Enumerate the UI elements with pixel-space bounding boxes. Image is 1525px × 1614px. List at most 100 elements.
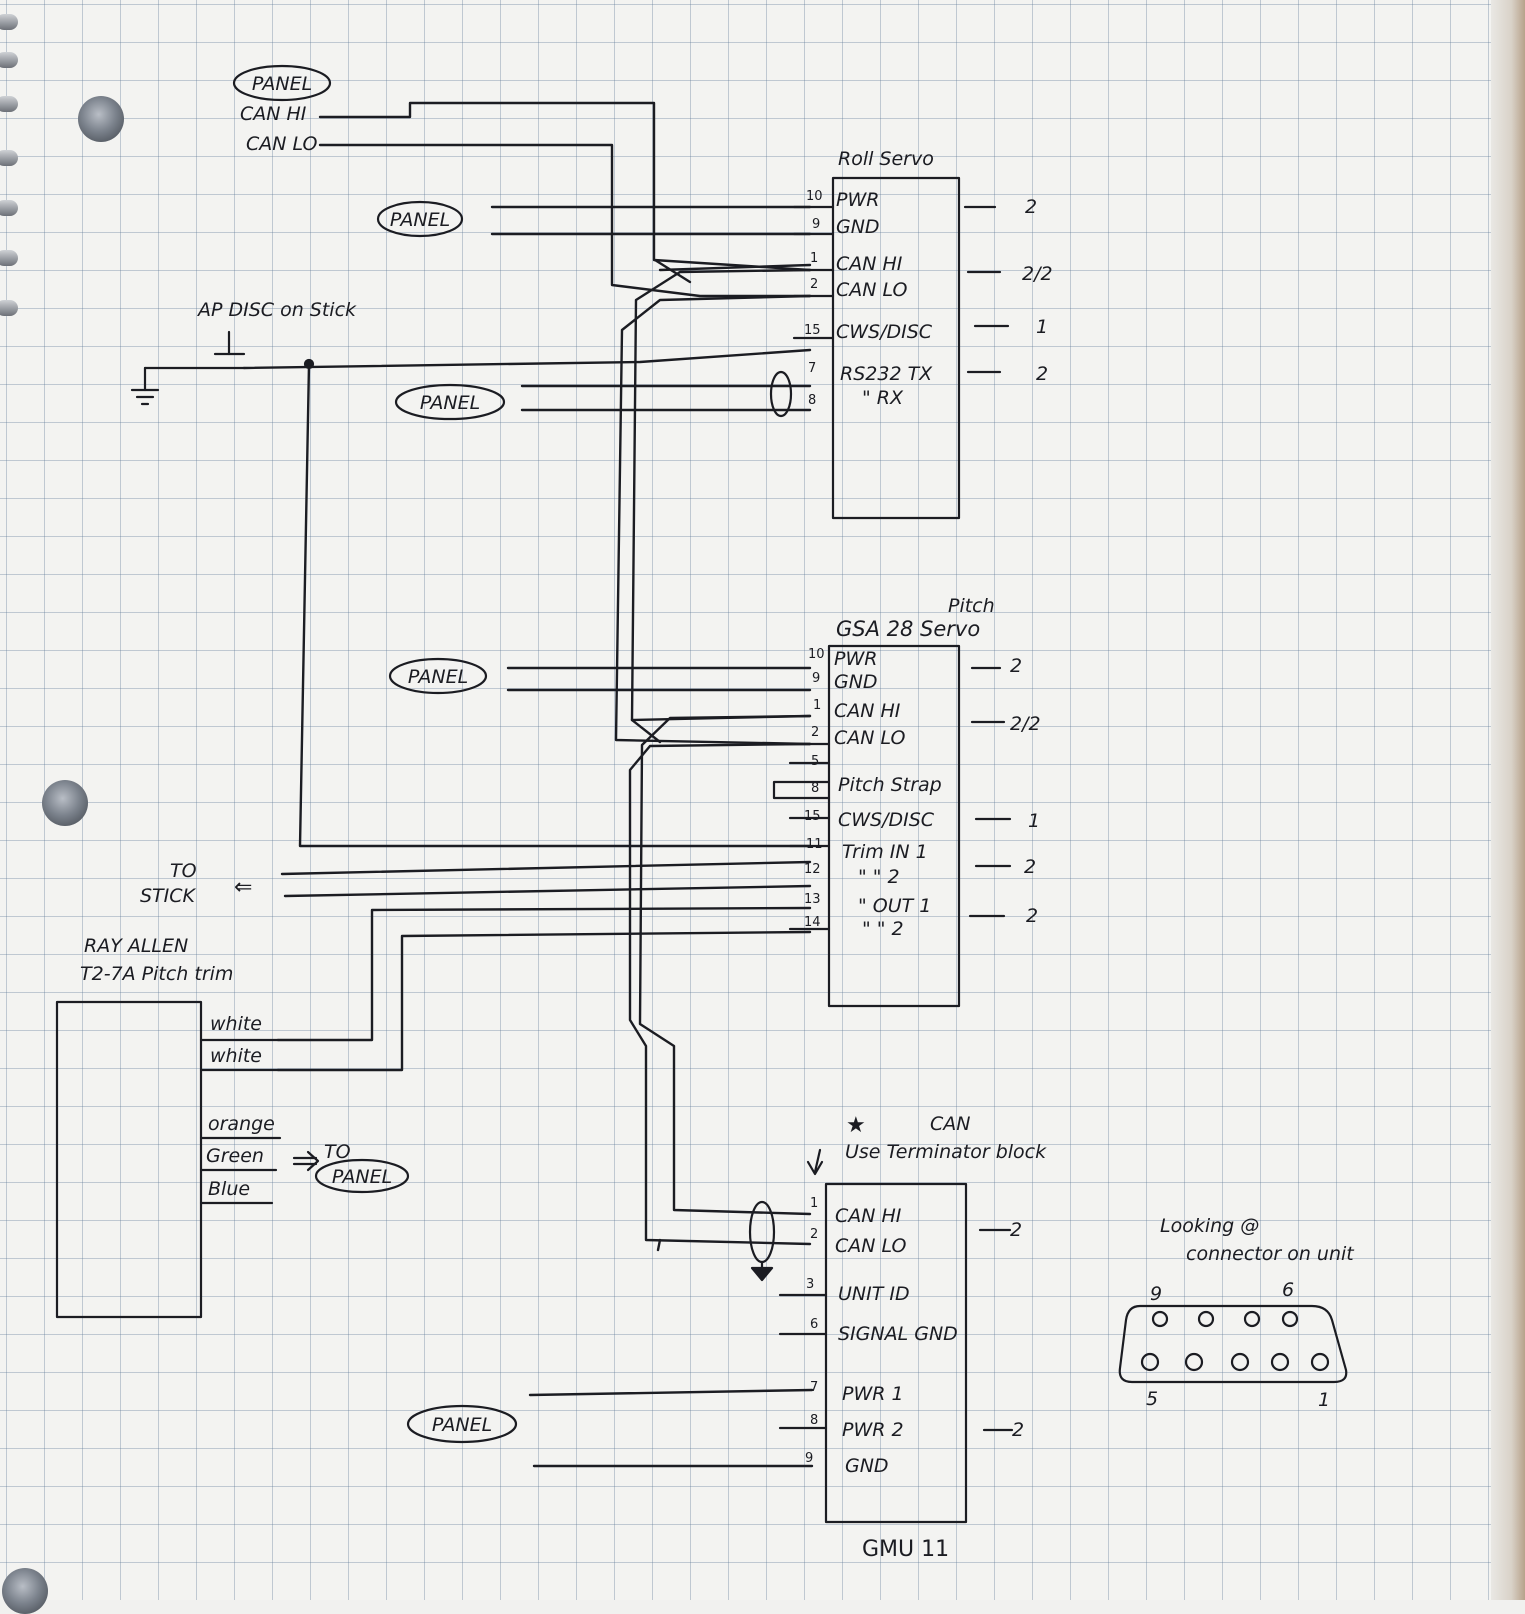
pitch-pin-num: 5 — [811, 754, 819, 769]
pitch-wire-count: 2/2 — [1010, 713, 1041, 735]
roll-pin-num: 7 — [808, 361, 816, 376]
pitch-pin-label: CWS/DISC — [838, 809, 935, 831]
gmu-group: ★ CAN Use Terminator block 1 CAN HI 2 CA… — [748, 1113, 1047, 1562]
connector-pin-hole — [1281, 1310, 1299, 1328]
roll-pin-num: 8 — [808, 393, 816, 408]
gmu-wire-count: 2 — [1012, 1419, 1024, 1441]
connector-pin-hole — [1243, 1310, 1261, 1328]
roll-pin-num: 9 — [812, 217, 820, 232]
connector-pin-hole — [1151, 1310, 1169, 1328]
gmu-box — [824, 1182, 968, 1524]
spiral-coil — [0, 250, 18, 266]
punch-hole — [42, 780, 88, 826]
gmu-pin-label: PWR 1 — [842, 1383, 904, 1405]
gmu-pin-num: 8 — [810, 1413, 818, 1428]
pitch-pin-num: 14 — [804, 915, 821, 930]
shield-oval — [769, 370, 793, 418]
shield-ground-arrow — [750, 1266, 774, 1282]
connector-title2: connector on unit — [1186, 1243, 1355, 1265]
gmu-pin-label: SIGNAL GND — [838, 1323, 958, 1345]
pitch-pin-label: Trim IN 1 — [842, 841, 928, 863]
panel-tag: PANEL — [432, 1414, 492, 1436]
can-hi-label: CAN HI — [240, 103, 307, 125]
spiral-coil — [0, 96, 18, 112]
ray-allen-wire: orange — [208, 1113, 275, 1135]
pitch-servo-title: GSA 28 Servo — [836, 617, 980, 641]
connector-pin-hole — [1230, 1352, 1250, 1372]
pitch-pin-num: 1 — [813, 698, 821, 713]
pitch-wire-count: 2 — [1024, 856, 1036, 878]
gmu-pin-label: CAN HI — [835, 1205, 902, 1227]
pitch-wire-count: 2 — [1026, 905, 1038, 927]
roll-pin-label: " RX — [862, 387, 904, 409]
gmu-wire-count: 2 — [1010, 1219, 1022, 1241]
panel-tag: PANEL — [408, 666, 468, 688]
gmu-pin-num: 6 — [810, 1317, 818, 1332]
page-edge — [1491, 0, 1525, 1600]
pitch-pin-num: 2 — [811, 725, 819, 740]
gmu-pin-num: 7 — [810, 1380, 818, 1395]
roll-wire-count: 2 — [1025, 196, 1037, 218]
roll-pin-label: CWS/DISC — [836, 321, 933, 343]
roll-wire-count: 2/2 — [1022, 263, 1053, 285]
roll-pin-num: 15 — [804, 323, 821, 338]
panel-tag: PANEL — [252, 73, 312, 95]
pitch-wire-count: 2 — [1010, 655, 1022, 677]
panel-tag: PANEL — [420, 392, 480, 414]
panel-tag: PANEL — [332, 1166, 392, 1188]
pitch-panel-tag: PANEL — [388, 657, 488, 695]
roll-servo-title: Roll Servo — [838, 148, 934, 170]
pitch-servo-box — [827, 644, 961, 1008]
pitch-pin-label: GND — [834, 671, 878, 693]
spiral-coil — [0, 150, 18, 166]
gmu-pin-label: GND — [845, 1455, 889, 1477]
spiral-coil — [0, 300, 18, 316]
connector-pin-hole — [1140, 1352, 1160, 1372]
gmu-pin-label: CAN LO — [835, 1235, 907, 1257]
gmu-pin-label: PWR 2 — [842, 1419, 904, 1441]
gmu-pin-num: 2 — [810, 1227, 818, 1242]
to-stick-line2: STICK — [140, 885, 197, 907]
pitch-pin-label: CAN LO — [834, 727, 906, 749]
roll-servo-box — [831, 176, 961, 520]
connector-title1: Looking @ — [1160, 1215, 1259, 1237]
connector-pin-br: 1 — [1318, 1389, 1330, 1411]
gmu-title: GMU 11 — [862, 1537, 949, 1562]
db9-connector-group: Looking @ connector on unit 9 6 5 1 — [1118, 1215, 1355, 1411]
pitch-servo-group: Pitch GSA 28 Servo 10 PWR 9 GND 1 CAN HI… — [772, 595, 1041, 1008]
roll-wire-count: 1 — [1036, 316, 1048, 338]
ray-allen-title1: RAY ALLEN — [84, 935, 188, 957]
ap-disc-switch-group: AP DISC on Stick — [130, 299, 357, 406]
connector-pin-hole — [1310, 1352, 1330, 1372]
roll-servo-group: Roll Servo 10 PWR 9 GND 1 CAN HI 2 CAN L… — [769, 148, 1053, 520]
roll-pin-label: GND — [836, 216, 880, 238]
gmu-pin-num: 9 — [805, 1451, 813, 1466]
pitch-pin-label: PWR — [834, 648, 877, 670]
to-stick-group: TO STICK ⇐ — [140, 860, 252, 907]
roll-pin-label: CAN LO — [836, 279, 908, 301]
connector-pin-hole — [1184, 1352, 1204, 1372]
roll-pin-label: CAN HI — [836, 253, 903, 275]
to-stick-arrow: ⇐ — [234, 875, 252, 900]
gmu-pin-num: 1 — [810, 1196, 818, 1211]
panel-tag-oval — [232, 64, 332, 102]
ap-disc-label: AP DISC on Stick — [196, 299, 357, 321]
shield-oval — [748, 1200, 776, 1264]
punch-hole — [78, 96, 124, 142]
roll-pin-label: RS232 TX — [840, 363, 933, 385]
connector-pin-tl: 9 — [1150, 1283, 1162, 1305]
ray-allen-wire: white — [210, 1045, 262, 1067]
spiral-coil — [0, 52, 18, 68]
pitch-pin-num: 10 — [808, 647, 825, 662]
roll-panel-tags: PANEL PANEL — [376, 200, 506, 421]
top-panel-can-group: PANEL CAN HI CAN LO — [232, 64, 332, 155]
spiral-coil — [0, 200, 18, 216]
gmu-panel-tag: PANEL — [406, 1404, 518, 1444]
to-stick-line1: TO — [170, 860, 197, 882]
wire-routing — [242, 101, 814, 1468]
pitch-pin-num: 9 — [812, 671, 820, 686]
db9-shell — [1118, 1304, 1348, 1384]
panel-tag-oval — [406, 1404, 518, 1444]
panel-tag-oval — [314, 1158, 410, 1194]
